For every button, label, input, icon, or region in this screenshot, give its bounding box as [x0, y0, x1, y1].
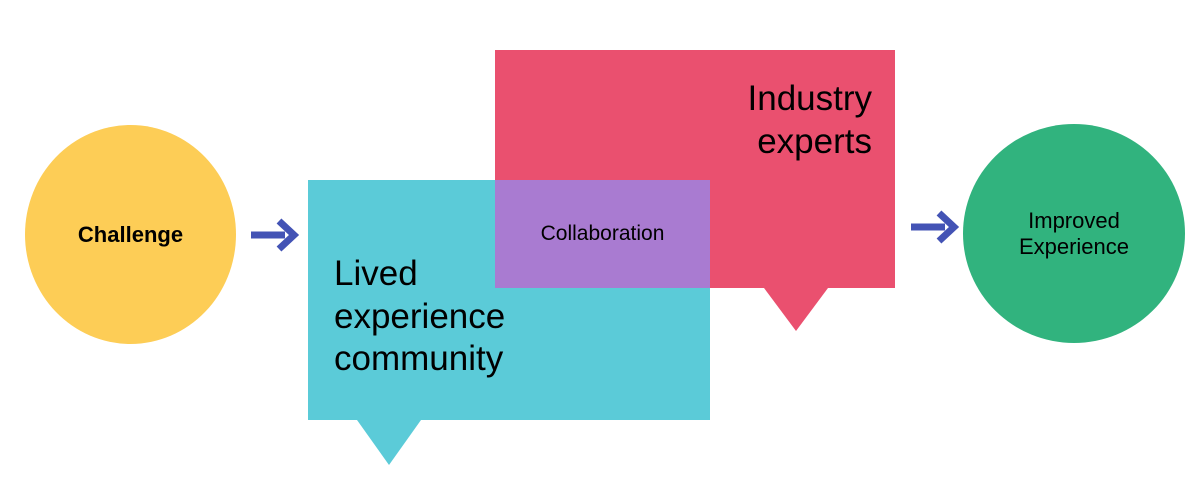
node-improved-experience[interactable]: Improved Experience: [963, 124, 1185, 343]
industry-experts-tail: [764, 288, 828, 331]
lived-experience-community-tail: [357, 420, 421, 465]
node-lived-experience-community-label: Lived experience community: [334, 254, 506, 379]
node-lived-experience-community[interactable]: Lived experience community: [308, 180, 710, 465]
node-challenge-label: Challenge: [77, 221, 184, 247]
arrow-challenge-to-community: [249, 213, 301, 257]
node-collaboration[interactable]: Collaboration: [495, 180, 710, 288]
node-collaboration-label: Collaboration: [540, 222, 665, 245]
arrow-right-icon: [251, 218, 300, 252]
node-improved-experience-label: Improved Experience: [1018, 207, 1130, 259]
node-challenge[interactable]: Challenge: [25, 125, 236, 344]
node-industry-experts-label: Industry experts: [747, 79, 873, 161]
arrow-experts-to-improved: [909, 205, 961, 249]
arrow-right-icon: [911, 210, 960, 244]
